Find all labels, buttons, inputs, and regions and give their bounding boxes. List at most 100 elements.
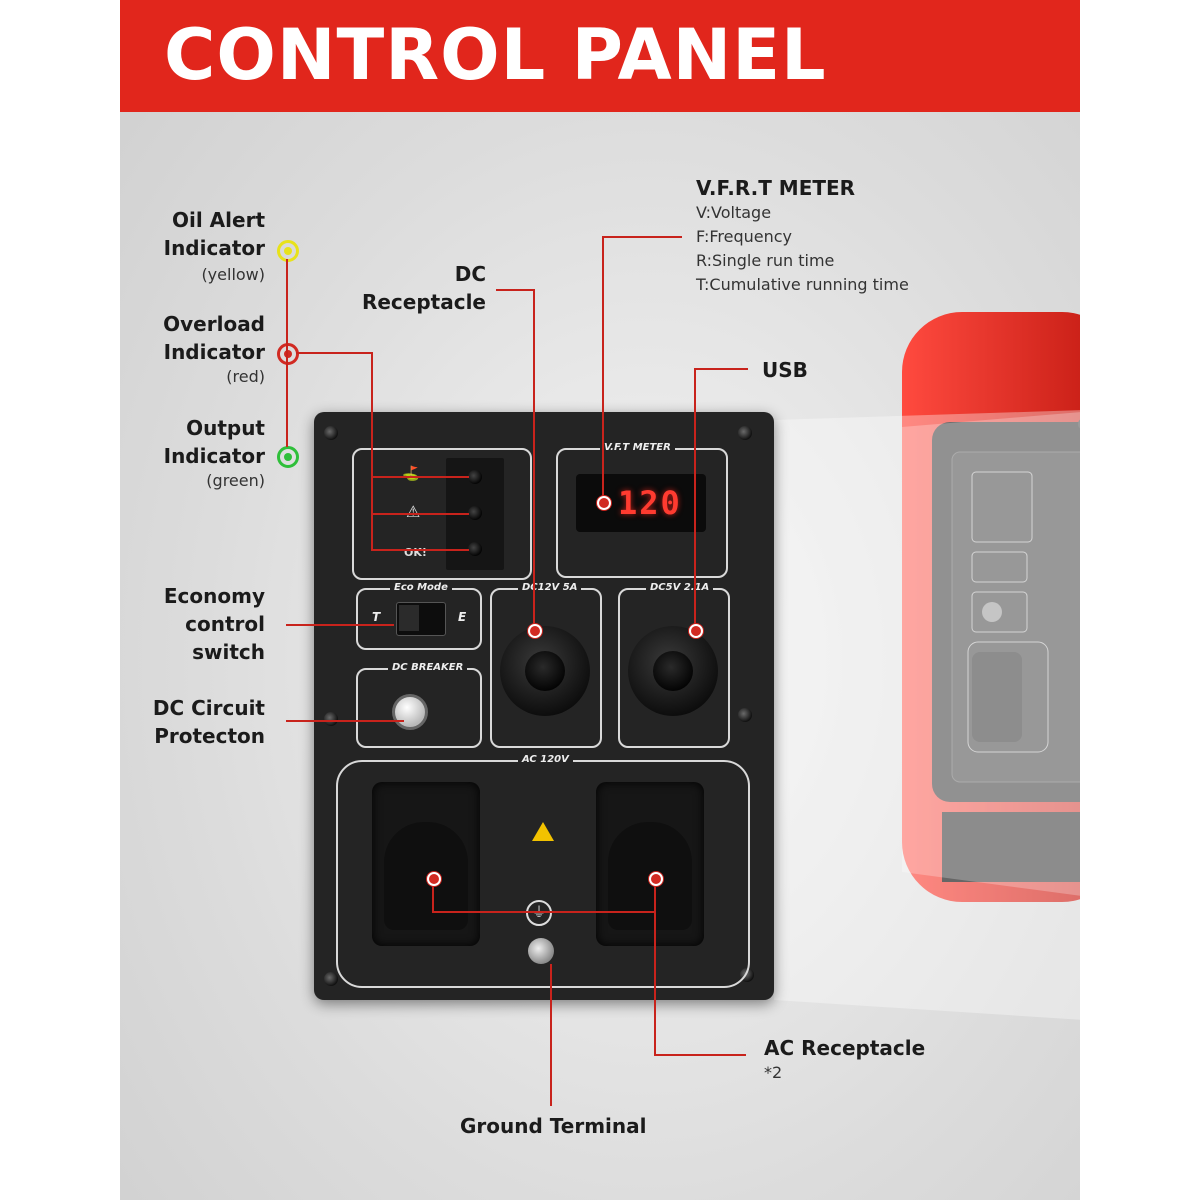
oil-alert-line2: Indicator (163, 236, 265, 260)
screw-icon (324, 712, 338, 726)
ac-dot (649, 872, 663, 886)
oil-can-icon: ⛳ (402, 466, 420, 482)
vfrt-title: V.F.R.T METER (696, 176, 856, 200)
meter-callout-line (602, 236, 604, 502)
switch-e-label: E (458, 610, 467, 624)
overload-line1: Overload (163, 312, 265, 336)
screw-icon (324, 426, 338, 440)
control-panel: ⛳ ⚠ OK! V.F.T METER 120 Eco Mode T E DC … (314, 412, 774, 1000)
overload-label: Overload Indicator (120, 310, 265, 366)
ok-label: OK! (404, 546, 427, 559)
output-ring-icon (277, 446, 299, 468)
economy-line2: control (185, 612, 265, 636)
output-note: (green) (206, 471, 265, 490)
oil-led (468, 470, 482, 484)
ac-receptacle-2[interactable] (596, 782, 704, 946)
dc-receptacle[interactable] (500, 626, 590, 716)
indicator-box: ⛳ ⚠ OK! (352, 448, 532, 580)
meter-reading: 120 (618, 484, 682, 522)
overload-line2: Indicator (163, 340, 265, 364)
dc-receptacle-callout-line (533, 289, 535, 629)
dc-receptacle-dot (528, 624, 542, 638)
stage: CONTROL PANEL (120, 0, 1080, 1200)
economy-label: Economy control switch (120, 582, 265, 666)
warning-icon: ⚠ (406, 502, 421, 521)
ground-symbol-icon: ⏚ (526, 900, 552, 926)
output-line1: Output (186, 416, 265, 440)
oil-alert-note: (yellow) (201, 265, 265, 284)
ac-callout-line (654, 1054, 746, 1056)
overload-note: (red) (226, 367, 265, 386)
overload-ring-icon (277, 343, 299, 365)
usb-receptacle[interactable] (628, 626, 718, 716)
economy-line1: Economy (163, 584, 265, 608)
dc-outlet-box: DC12V 5A (490, 582, 602, 748)
output-led (468, 542, 482, 556)
ac-receptacle-note: *2 (764, 1063, 783, 1082)
vfrt-item-t: T:Cumulative running time (696, 275, 909, 294)
eco-mode-title: Eco Mode (390, 582, 452, 593)
dc-receptacle-line1: DC (454, 262, 486, 286)
callout-line (371, 513, 469, 515)
ac-callout-line (432, 878, 434, 912)
meter-box: V.F.T METER 120 (556, 442, 728, 578)
switch-t-label: T (372, 610, 381, 624)
economy-line3: switch (192, 640, 265, 664)
dc-receptacle-line2: Receptacle (361, 290, 486, 314)
ac-box: AC 120V ⏚ (336, 754, 750, 988)
meter-title: V.F.T METER (600, 442, 675, 453)
dc-out2-title: DC5V 2.1A (646, 582, 714, 593)
page-title: CONTROL PANEL (164, 14, 827, 96)
dc-circuit-label: DC Circuit Protecton (120, 694, 265, 750)
meter-callout-line (602, 236, 682, 238)
ac-callout-line (654, 878, 656, 1056)
dc-breaker-title: DC BREAKER (388, 662, 468, 673)
eco-mode-box: Eco Mode T E (356, 582, 482, 650)
usb-dot (689, 624, 703, 638)
overload-callout-line (296, 352, 372, 354)
generator-illustration (902, 312, 1080, 902)
ground-callout-line (550, 964, 552, 1106)
dc-receptacle-label: DC Receptacle (340, 260, 486, 316)
screw-icon (738, 708, 752, 722)
callout-line (371, 549, 469, 551)
output-line2: Indicator (163, 444, 265, 468)
meter-display: 120 (576, 474, 706, 532)
dc-breaker-button[interactable] (392, 694, 428, 730)
ac-receptacle-label: AC Receptacle (764, 1036, 926, 1060)
hazard-icon (532, 822, 554, 841)
vfrt-item-r: R:Single run time (696, 251, 835, 270)
dc-circuit-callout-line (286, 720, 404, 722)
usb-callout-line (694, 368, 696, 630)
header-banner: CONTROL PANEL (120, 0, 1080, 112)
callout-line (371, 476, 469, 478)
dc-circuit-line2: Protecton (154, 724, 265, 748)
screw-icon (738, 426, 752, 440)
meter-dot (597, 496, 611, 510)
dc-receptacle-callout-line (496, 289, 534, 291)
ac-receptacle-1[interactable] (372, 782, 480, 946)
overload-callout-line (371, 352, 373, 550)
oil-alert-line1: Oil Alert (172, 208, 265, 232)
ac-dot (427, 872, 441, 886)
indicator-connector-line (286, 259, 288, 447)
usb-callout-line (694, 368, 748, 370)
oil-alert-label: Oil Alert Indicator (120, 206, 265, 262)
usb-outlet-box: DC5V 2.1A (618, 582, 730, 748)
ground-terminal[interactable] (528, 938, 554, 964)
economy-switch[interactable] (396, 602, 446, 636)
dc-out1-title: DC12V 5A (518, 582, 582, 593)
light-cone (774, 410, 1080, 1020)
output-label: Output Indicator (120, 414, 265, 470)
screw-icon (324, 972, 338, 986)
ac-label: AC 120V (518, 754, 573, 765)
vfrt-item-f: F:Frequency (696, 227, 793, 246)
oil-alert-ring-icon (277, 240, 299, 262)
dc-circuit-line1: DC Circuit (152, 696, 265, 720)
ac-callout-line (432, 911, 654, 913)
economy-callout-line (286, 624, 394, 626)
ground-terminal-label: Ground Terminal (460, 1114, 647, 1138)
vfrt-item-v: V:Voltage (696, 203, 772, 222)
overload-led (468, 506, 482, 520)
dc-breaker-box: DC BREAKER (356, 662, 482, 748)
